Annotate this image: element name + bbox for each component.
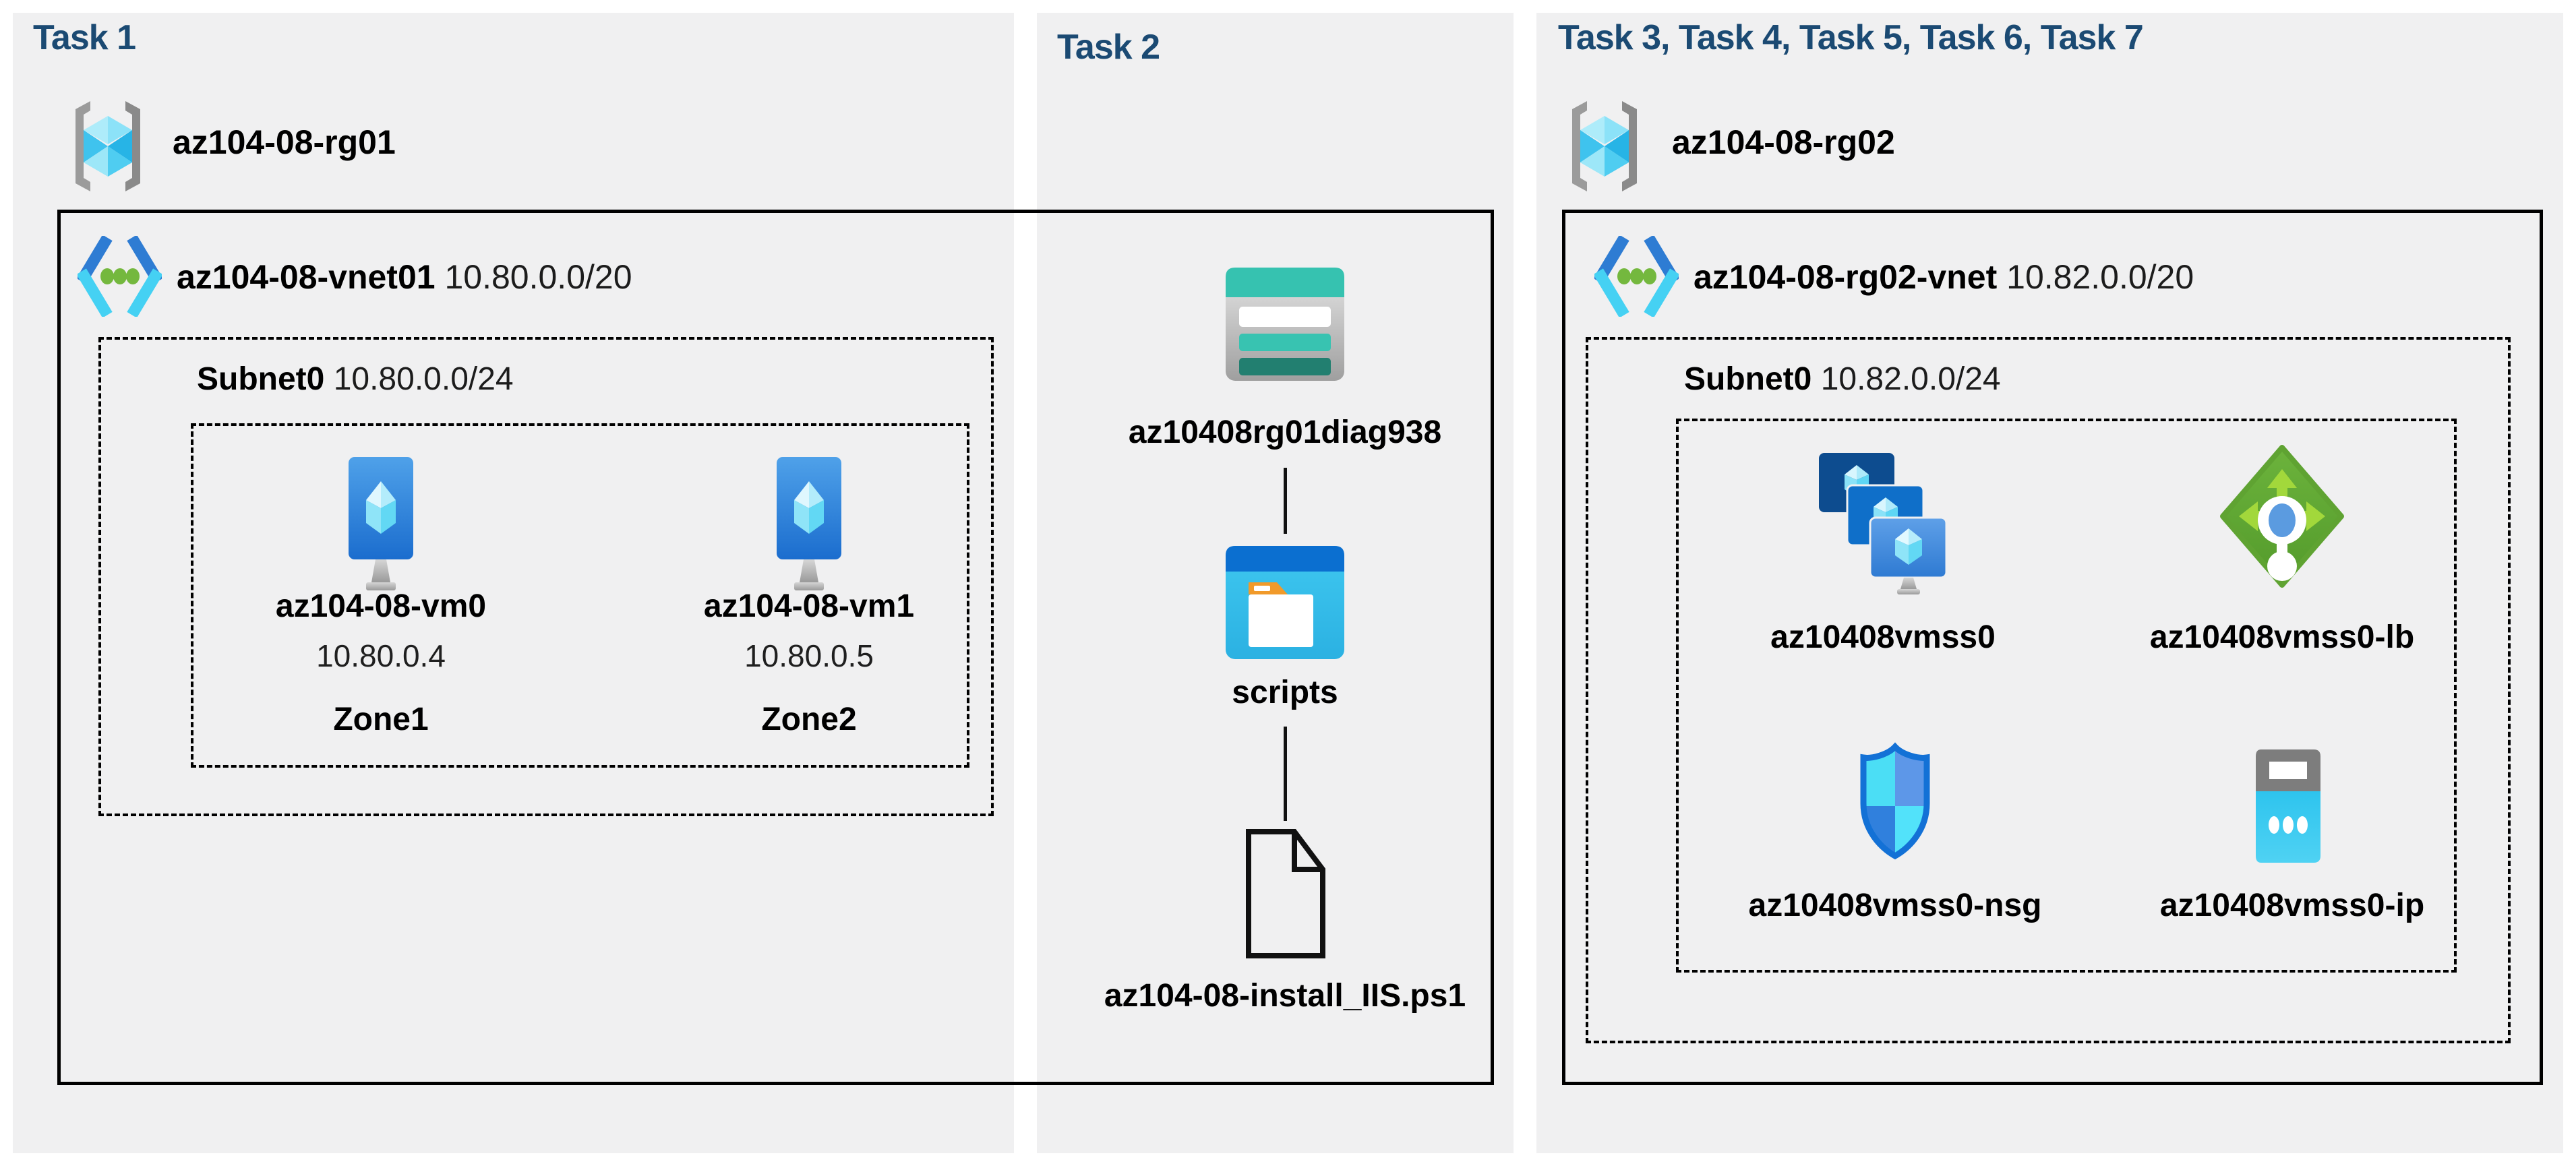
subnet2-label: Subnet0 10.82.0.0/24 bbox=[1684, 361, 2001, 398]
script-file-name: az104-08-install_IIS.ps1 bbox=[1104, 978, 1466, 1014]
blob-container-icon bbox=[1224, 545, 1346, 661]
connector-line bbox=[1284, 468, 1287, 534]
vnet2-cidr: 10.82.0.0/20 bbox=[2006, 258, 2194, 296]
resource-group2-name: az104-08-rg02 bbox=[1672, 123, 1895, 161]
task3-panel bbox=[1536, 13, 2563, 1153]
resource-group-icon bbox=[1564, 98, 1645, 194]
connector-line bbox=[1284, 727, 1287, 821]
virtual-network-icon bbox=[1594, 236, 1679, 317]
subnet2-cidr: 10.82.0.0/24 bbox=[1820, 361, 2001, 397]
subnet1-name: Subnet0 bbox=[197, 361, 325, 397]
vnet2-box bbox=[1562, 210, 2543, 1085]
script-file-icon bbox=[1243, 828, 1328, 960]
vnet2-name: az104-08-rg02-vnet bbox=[1694, 258, 1998, 296]
network-security-group-icon bbox=[1855, 741, 1935, 861]
vm0-zone: Zone1 bbox=[333, 702, 429, 737]
availability-zones-box bbox=[191, 423, 969, 768]
subnet2-box bbox=[1586, 337, 2511, 1043]
task2-header: Task 2 bbox=[1057, 28, 1160, 67]
public-ip-name: az10408vmss0-ip bbox=[2159, 888, 2425, 923]
subnet1-cidr: 10.80.0.0/24 bbox=[333, 361, 514, 397]
vnet1-box bbox=[57, 210, 1494, 1085]
storage-account-icon bbox=[1224, 266, 1346, 382]
storage-account-name: az10408rg01diag938 bbox=[1128, 415, 1442, 450]
public-ip-icon bbox=[2254, 749, 2322, 864]
vnet2-label: az104-08-rg02-vnet 10.82.0.0/20 bbox=[1694, 257, 2194, 297]
subnet1-box bbox=[98, 337, 994, 816]
task1-header: Task 1 bbox=[33, 18, 136, 57]
nsg-name: az10408vmss0-nsg bbox=[1748, 888, 2042, 923]
vnet1-cidr: 10.80.0.0/20 bbox=[444, 258, 632, 296]
vm0-name: az104-08-vm0 bbox=[275, 588, 487, 624]
vm1-zone: Zone2 bbox=[761, 702, 857, 737]
vm-scale-set-icon bbox=[1819, 453, 1947, 594]
resource-group-name: az104-08-rg01 bbox=[173, 123, 396, 161]
load-balancer-icon bbox=[2220, 445, 2344, 588]
load-balancer-name: az10408vmss0-lb bbox=[2149, 619, 2415, 655]
vnet1-name: az104-08-vnet01 bbox=[177, 258, 436, 296]
vmss-name: az10408vmss0 bbox=[1770, 619, 1996, 655]
virtual-network-icon bbox=[78, 236, 162, 317]
task1-panel bbox=[13, 13, 1014, 1153]
vm1-name: az104-08-vm1 bbox=[703, 588, 915, 624]
virtual-machine-icon bbox=[774, 456, 844, 596]
vmss-resources-box bbox=[1676, 419, 2457, 973]
task3-header: Task 3, Task 4, Task 5, Task 6, Task 7 bbox=[1558, 18, 2144, 57]
vm0-ip: 10.80.0.4 bbox=[316, 638, 446, 673]
subnet1-label: Subnet0 10.80.0.0/24 bbox=[197, 361, 514, 398]
container-name: scripts bbox=[1232, 675, 1338, 710]
subnet2-name: Subnet0 bbox=[1684, 361, 1812, 397]
vnet1-label: az104-08-vnet01 10.80.0.0/20 bbox=[177, 257, 632, 297]
virtual-machine-icon bbox=[346, 456, 416, 596]
resource-group-icon bbox=[67, 98, 148, 194]
vm1-ip: 10.80.0.5 bbox=[744, 638, 874, 673]
